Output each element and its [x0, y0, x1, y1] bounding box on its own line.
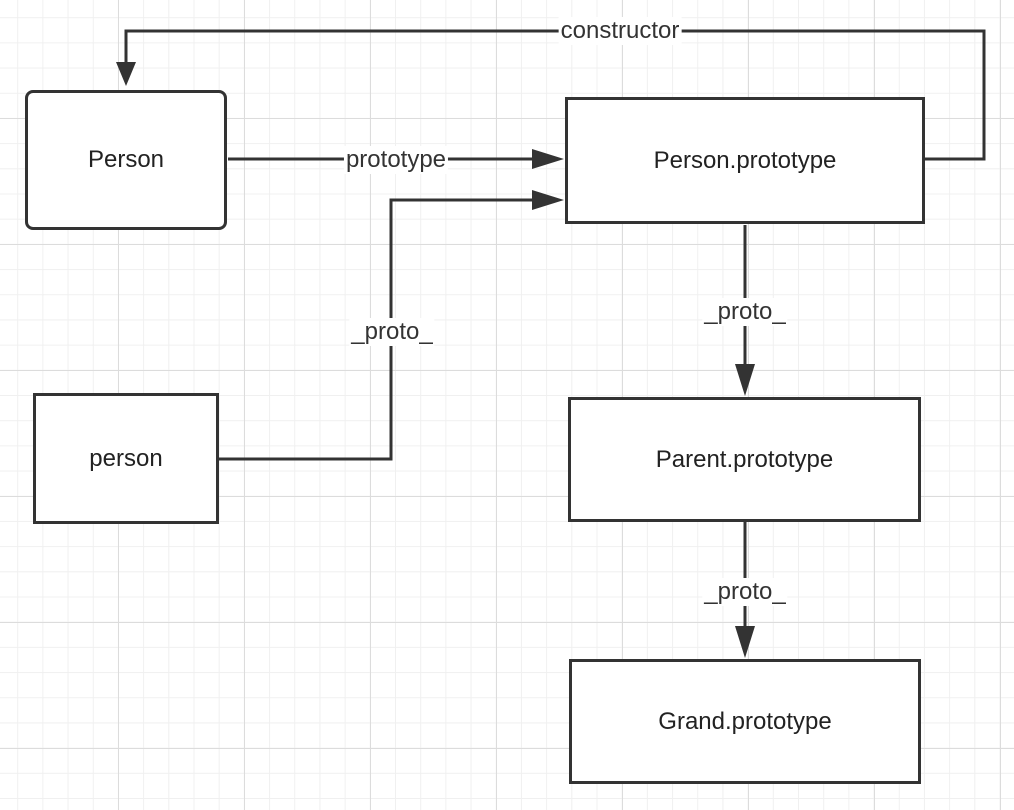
prototype-edge-label: prototype — [343, 146, 449, 174]
person-constructor-label: Person — [87, 146, 165, 173]
person-prototype-node[interactable]: Person.prototype — [565, 97, 925, 224]
constructor-arrowhead — [116, 62, 136, 86]
person-to-parent-arrowhead — [735, 364, 755, 396]
person-to-parent-edge-label: _proto_ — [702, 298, 788, 326]
parent-prototype-label: Parent.prototype — [655, 445, 834, 473]
constructor-connector — [124, 29, 986, 161]
parent-to-grand-arrowhead — [735, 626, 755, 658]
instance-proto-arrowhead — [532, 190, 564, 210]
grand-prototype-node[interactable]: Grand.prototype — [569, 659, 921, 784]
constructor-edge-label: constructor — [558, 17, 682, 45]
grand-prototype-label: Grand.prototype — [658, 707, 832, 735]
parent-prototype-node[interactable]: Parent.prototype — [568, 397, 921, 522]
person-prototype-label: Person.prototype — [653, 146, 837, 174]
instance-proto-edge-label: _proto_ — [349, 318, 435, 346]
prototype-arrowhead — [532, 149, 564, 169]
person-instance-node[interactable]: person — [33, 393, 219, 524]
person-instance-label: person — [89, 444, 163, 472]
parent-to-grand-edge-label: _proto_ — [702, 578, 788, 606]
person-constructor-node[interactable]: Person — [25, 90, 227, 230]
